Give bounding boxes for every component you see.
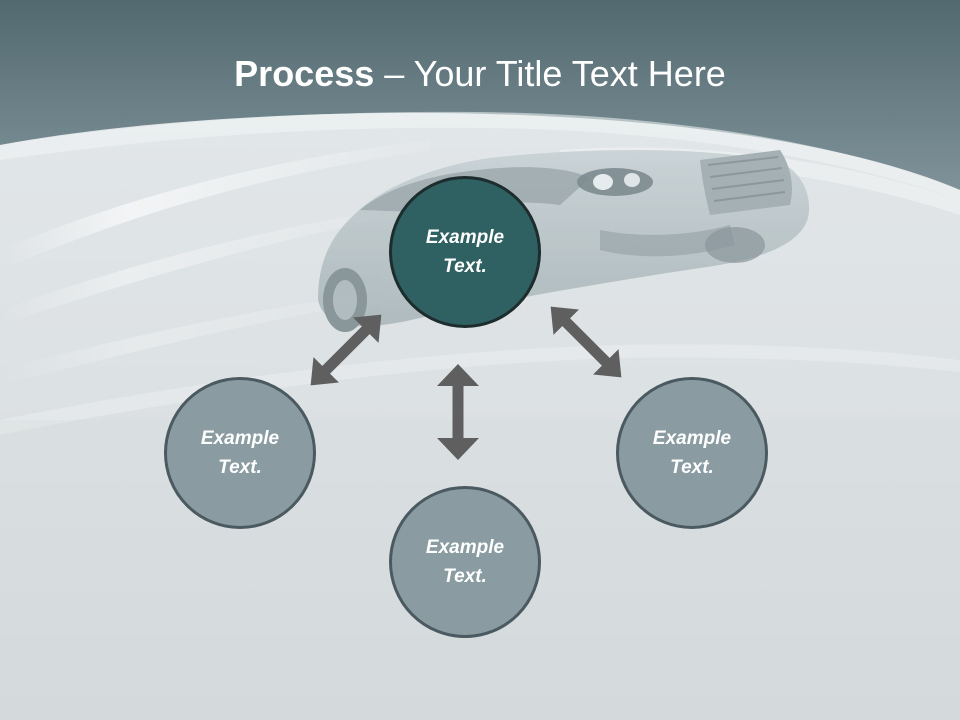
slide-title: Process – Your Title Text Here xyxy=(0,50,960,98)
title-bold-part: Process xyxy=(234,53,375,94)
double-arrow-right-icon xyxy=(550,306,622,378)
right-process-node: Example Text. xyxy=(616,377,768,529)
double-arrow-left-icon xyxy=(310,314,382,386)
center-process-node: Example Text. xyxy=(389,176,541,328)
right-node-label: Example Text. xyxy=(652,428,732,478)
double-arrow-vertical-icon xyxy=(437,364,479,460)
left-process-node: Example Text. xyxy=(164,377,316,529)
title-rest-part: – Your Title Text Here xyxy=(374,53,726,94)
bottom-node-label: Example Text. xyxy=(425,537,505,587)
left-node-label: Example Text. xyxy=(200,428,280,478)
bottom-process-node: Example Text. xyxy=(389,486,541,638)
center-node-label: Example Text. xyxy=(425,227,505,277)
